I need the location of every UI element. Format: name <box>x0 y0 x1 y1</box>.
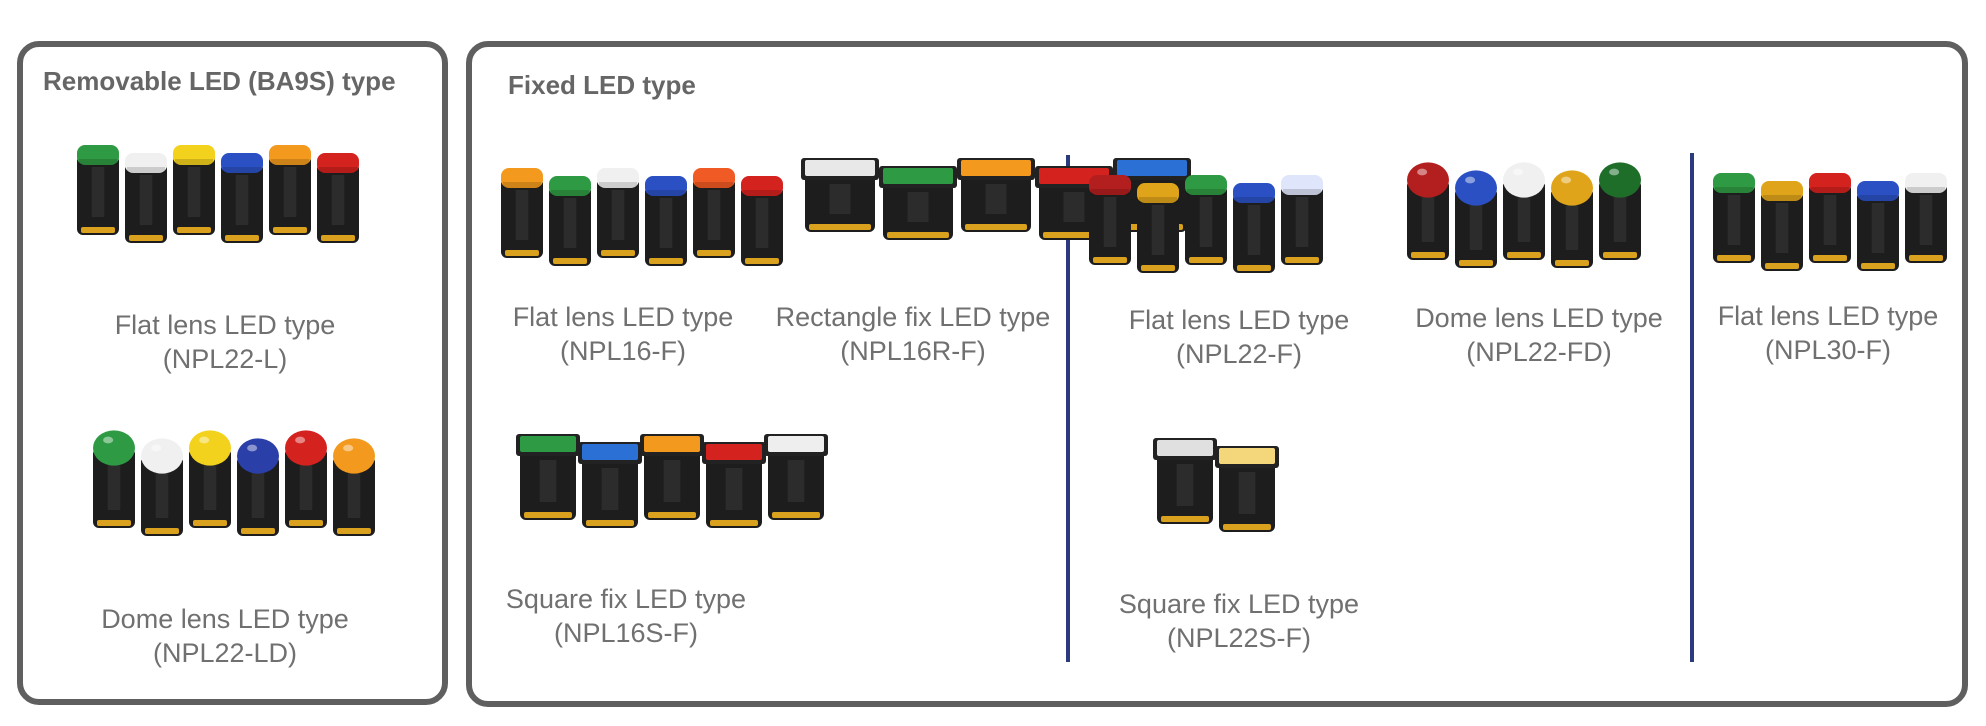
product-name: Flat lens LED type <box>114 310 336 340</box>
product-image-npl22-ld <box>88 428 380 548</box>
section-divider <box>1690 153 1694 662</box>
product-caption-npl16s-f: Square fix LED type (NPL16S-F) <box>486 582 766 650</box>
product-name: Square fix LED type <box>505 584 747 614</box>
product-name: Dome lens LED type <box>1415 303 1663 333</box>
pilot-lamp <box>1137 183 1179 273</box>
pilot-lamp <box>1713 173 1755 263</box>
pilot-lamp <box>1089 175 1131 265</box>
product-name: Rectangle fix LED type <box>775 302 1051 332</box>
product-image-npl22-fd <box>1402 160 1646 280</box>
pilot-lamp <box>1551 170 1593 268</box>
product-illustration <box>77 145 359 243</box>
product-caption-npl22-f: Flat lens LED type (NPL22-F) <box>1104 303 1374 371</box>
product-illustration <box>1713 173 1947 271</box>
pilot-lamp <box>741 176 783 266</box>
product-name: Dome lens LED type <box>101 604 349 634</box>
product-illustration <box>1089 175 1323 273</box>
product-model: (NPL30-F) <box>1764 335 1892 365</box>
pilot-lamp <box>1905 173 1947 263</box>
product-model: (NPL22-FD) <box>1466 337 1612 367</box>
pilot-lamp <box>173 145 215 235</box>
removable-led-panel <box>17 41 448 705</box>
pilot-lamp <box>578 442 642 528</box>
pilot-lamp <box>1281 175 1323 265</box>
pilot-lamp <box>1809 173 1851 263</box>
product-illustration <box>1407 162 1641 268</box>
pilot-lamp <box>1503 162 1545 260</box>
pilot-lamp <box>189 430 231 528</box>
pilot-lamp <box>317 153 359 243</box>
pilot-lamp <box>1455 170 1497 268</box>
product-caption-npl16r-f: Rectangle fix LED type (NPL16R-F) <box>763 300 1063 368</box>
pilot-lamp <box>125 153 167 243</box>
product-illustration <box>516 434 828 528</box>
pilot-lamp <box>764 434 828 520</box>
product-model: (NPL22-LD) <box>152 638 298 668</box>
pilot-lamp <box>516 434 580 520</box>
pilot-lamp <box>549 176 591 266</box>
pilot-lamp <box>269 145 311 235</box>
product-model: (NPL16S-F) <box>553 618 699 648</box>
pilot-lamp <box>640 434 704 520</box>
product-caption-npl22s-f: Square fix LED type (NPL22S-F) <box>1094 587 1384 655</box>
product-image-npl16r-f <box>800 152 1192 252</box>
product-image-npl16-f <box>496 158 788 278</box>
pilot-lamp <box>501 168 543 258</box>
pilot-lamp <box>1857 181 1899 271</box>
product-caption-npl16-f: Flat lens LED type (NPL16-F) <box>493 300 753 368</box>
product-model: (NPL22S-F) <box>1166 623 1312 653</box>
removable-panel-title: Removable LED (BA9S) type <box>43 66 396 96</box>
pilot-lamp <box>1215 446 1279 532</box>
pilot-lamp <box>702 442 766 528</box>
pilot-lamp <box>285 430 327 528</box>
product-name: Flat lens LED type <box>1717 301 1939 331</box>
product-image-npl22s-f <box>1152 432 1280 544</box>
pilot-lamp <box>801 158 879 232</box>
product-model: (NPL16R-F) <box>840 336 986 366</box>
pilot-lamp <box>221 153 263 243</box>
product-image-npl22-f <box>1084 165 1328 285</box>
product-caption-npl22-l: Flat lens LED type (NPL22-L) <box>85 308 365 376</box>
pilot-lamp <box>957 158 1035 232</box>
product-illustration <box>93 430 375 536</box>
pilot-lamp <box>1407 162 1449 260</box>
pilot-lamp <box>1599 162 1641 260</box>
fixed-panel-title: Fixed LED type <box>508 70 696 100</box>
product-image-npl30-f <box>1708 163 1952 283</box>
pilot-lamp <box>645 176 687 266</box>
product-model: (NPL22-L) <box>162 344 288 374</box>
product-caption-npl22-ld: Dome lens LED type (NPL22-LD) <box>85 602 365 670</box>
pilot-lamp <box>77 145 119 235</box>
product-name: Square fix LED type <box>1118 589 1360 619</box>
section-divider <box>1066 155 1070 662</box>
pilot-lamp <box>1233 183 1275 273</box>
pilot-lamp <box>1153 438 1217 524</box>
pilot-lamp <box>93 430 135 528</box>
pilot-lamp <box>237 438 279 536</box>
product-illustration <box>501 168 783 266</box>
fixed-led-panel <box>466 41 1968 707</box>
pilot-lamp <box>1761 181 1803 271</box>
product-illustration <box>801 158 1191 240</box>
product-name: Flat lens LED type <box>1128 305 1350 335</box>
product-model: (NPL16-F) <box>559 336 687 366</box>
pilot-lamp <box>879 166 957 240</box>
pilot-lamp <box>1185 175 1227 265</box>
product-illustration <box>1153 438 1279 532</box>
product-name: Flat lens LED type <box>512 302 734 332</box>
pilot-lamp <box>597 168 639 258</box>
pilot-lamp <box>693 168 735 258</box>
product-caption-npl30-f: Flat lens LED type (NPL30-F) <box>1708 299 1948 367</box>
product-image-npl22-l <box>72 135 364 255</box>
product-image-npl16s-f <box>515 428 829 540</box>
pilot-lamp <box>333 438 375 536</box>
product-model: (NPL22-F) <box>1175 339 1303 369</box>
product-caption-npl22-fd: Dome lens LED type (NPL22-FD) <box>1404 301 1674 369</box>
pilot-lamp <box>141 438 183 536</box>
